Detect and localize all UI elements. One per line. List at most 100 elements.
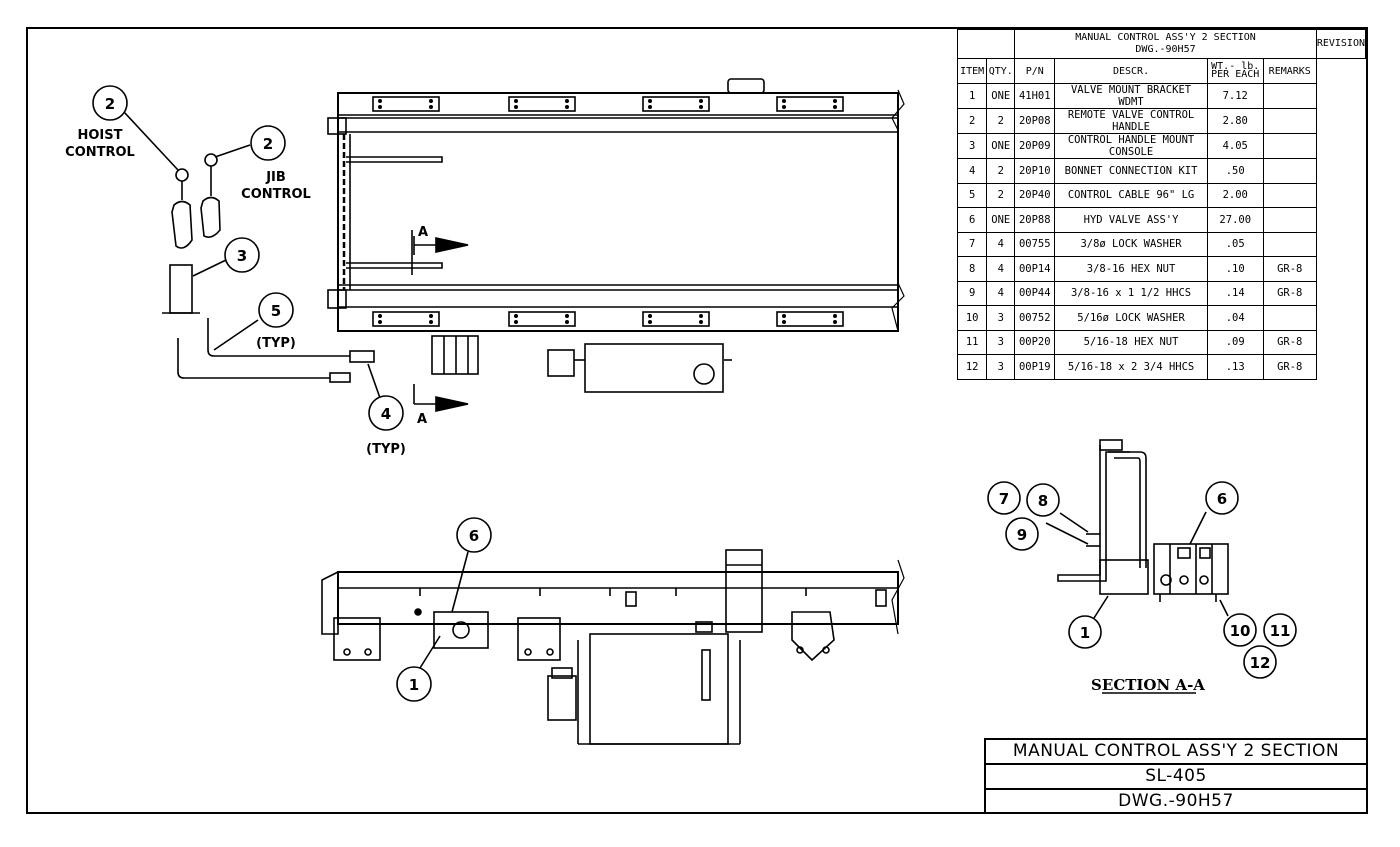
side-view (321, 549, 905, 745)
bom-cell-wt: 4.05 (1206, 133, 1264, 159)
bom-cell-pn: 20P88 (1014, 207, 1056, 233)
bom-cell-descr: VALVE MOUNT BRACKET WDMT (1054, 83, 1208, 109)
callout-11: 11 (1263, 613, 1297, 647)
bom-cell-item: 11 (956, 329, 988, 355)
bom-cell-pn: 20P08 (1014, 108, 1056, 134)
bom-cell-qty: 4 (986, 256, 1016, 282)
bom-cell-wt: .05 (1206, 231, 1264, 257)
bom-cell-descr: CONTROL CABLE 96" LG (1054, 182, 1208, 208)
bom-cell-qty: ONE (986, 133, 1016, 159)
col-qty: QTY. (986, 58, 1016, 84)
bom-cell-pn: 00P20 (1014, 329, 1056, 355)
callout-10: 10 (1223, 613, 1257, 647)
bom-cell-descr: 3/8ø LOCK WASHER (1054, 231, 1208, 257)
bom-cell-item: 8 (956, 256, 988, 282)
title-block-model: SL-405 (986, 765, 1366, 790)
bom-cell-pn: 20P40 (1014, 182, 1056, 208)
bom-cell-wt: .50 (1206, 158, 1264, 184)
callout-8: 8 (1026, 483, 1060, 517)
jib-label-1: JIB (265, 170, 286, 185)
bom-cell-qty: 2 (986, 108, 1016, 134)
bom-cell-wt: .04 (1206, 305, 1264, 331)
svg-text:12: 12 (1250, 654, 1271, 672)
bom-cell-qty: ONE (986, 83, 1016, 109)
bom-cell-remarks (1262, 231, 1317, 257)
bom-cell-pn: 00P14 (1014, 256, 1056, 282)
bom-cell-descr: BONNET CONNECTION KIT (1054, 158, 1208, 184)
jib-label-2: CONTROL (241, 187, 311, 202)
bom-cell-item: 6 (956, 207, 988, 233)
hoist-label-2: CONTROL (65, 145, 135, 160)
bom-cell-wt: 7.12 (1206, 83, 1264, 109)
callout-6-section: 6 (1205, 481, 1239, 515)
bom-cell-remarks (1262, 158, 1317, 184)
bom-cell-remarks: GR-8 (1262, 329, 1317, 355)
bom-cell-descr: 5/16-18 x 2 3/4 HHCS (1054, 354, 1208, 380)
callout-1-section: 1 (1068, 615, 1102, 649)
control-handles (162, 153, 375, 383)
revision-header: REVISION (1315, 29, 1367, 59)
col-item: ITEM (956, 58, 988, 84)
section-title: SECTION A-A (1091, 676, 1205, 694)
section-marker-top: A (418, 225, 428, 240)
bom-cell-descr: 5/16ø LOCK WASHER (1054, 305, 1208, 331)
bom-cell-item: 5 (956, 182, 988, 208)
drawing-border (26, 27, 1368, 814)
bom-cell-remarks: GR-8 (1262, 256, 1317, 282)
col-descr: DESCR. (1054, 58, 1208, 84)
typ-label-4: (TYP) (366, 442, 406, 457)
bom-cell-pn: 00755 (1014, 231, 1056, 257)
bom-cell-descr: CONTROL HANDLE MOUNT CONSOLE (1054, 133, 1208, 159)
typ-label-5: (TYP) (256, 336, 296, 351)
section-marker-bottom: A (417, 412, 427, 427)
bom-cell-descr: 5/16-18 HEX NUT (1054, 329, 1208, 355)
section-arrow-bottom (413, 384, 469, 412)
bom-cell-remarks (1262, 182, 1317, 208)
bom-cell-remarks (1262, 305, 1317, 331)
bom-cell-qty: 2 (986, 158, 1016, 184)
top-view-frame (327, 78, 905, 393)
svg-text:2: 2 (263, 135, 273, 153)
col-pn: P/N (1014, 58, 1056, 84)
bom-cell-wt: .09 (1206, 329, 1264, 355)
bom-cell-item: 2 (956, 108, 988, 134)
svg-text:6: 6 (1217, 490, 1227, 508)
bom-cell-item: 7 (956, 231, 988, 257)
bom-cell-pn: 00P44 (1014, 280, 1056, 306)
callout-5: 5 (258, 292, 294, 328)
svg-text:5: 5 (271, 302, 281, 320)
bom-cell-qty: ONE (986, 207, 1016, 233)
bom-cell-qty: 3 (986, 354, 1016, 380)
svg-text:1: 1 (1080, 624, 1090, 642)
bom-cell-item: 3 (956, 133, 988, 159)
callout-4: 4 (368, 395, 404, 431)
svg-text:9: 9 (1017, 526, 1027, 544)
bom-cell-pn: 00752 (1014, 305, 1056, 331)
svg-text:3: 3 (237, 247, 247, 265)
bom-cell-descr: 3/8-16 HEX NUT (1054, 256, 1208, 282)
bom-cell-item: 12 (956, 354, 988, 380)
svg-text:2: 2 (105, 95, 115, 113)
section-a-a-view (1057, 439, 1229, 602)
title-block-dwg: DWG.-90H57 (1118, 791, 1234, 811)
svg-text:8: 8 (1038, 492, 1048, 510)
bom-cell-remarks: GR-8 (1262, 354, 1317, 380)
bom-cell-remarks (1262, 83, 1317, 109)
hoist-label-1: HOIST (78, 128, 123, 143)
bom-cell-qty: 4 (986, 231, 1016, 257)
bom-cell-qty: 2 (986, 182, 1016, 208)
bom-cell-remarks (1262, 207, 1317, 233)
bom-cell-remarks (1262, 108, 1317, 134)
bom-cell-qty: 3 (986, 305, 1016, 331)
svg-text:7: 7 (999, 490, 1009, 508)
bom-cell-wt: .13 (1206, 354, 1264, 380)
